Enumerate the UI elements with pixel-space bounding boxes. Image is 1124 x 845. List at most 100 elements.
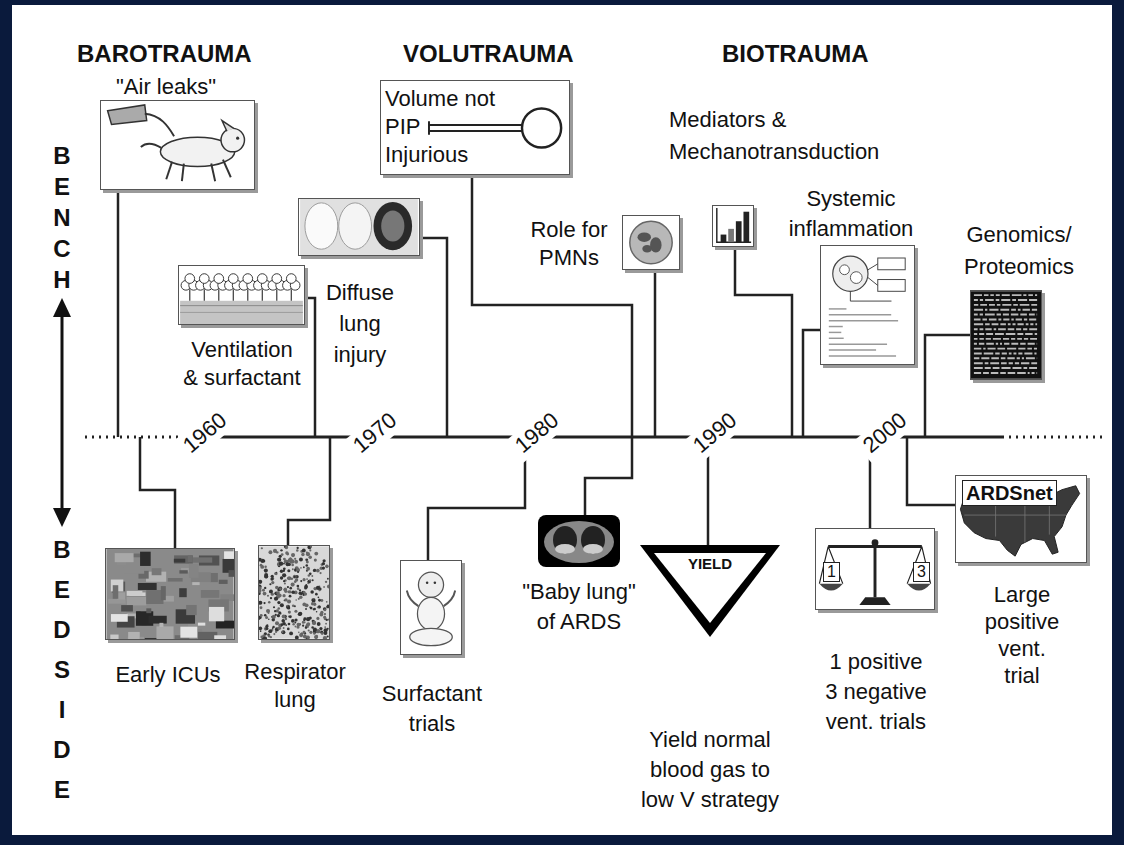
- photo-detail: [148, 616, 166, 624]
- map-label: ARDSnet: [962, 480, 1057, 506]
- tissue-dot: [278, 587, 282, 591]
- tissue-dot: [309, 549, 311, 551]
- illustration: [538, 515, 620, 567]
- tissue-dot: [302, 549, 306, 553]
- tissue-dot: [263, 636, 267, 639]
- tissue-dot: [306, 552, 310, 556]
- leader-line: [803, 330, 820, 437]
- tissue-dot: [275, 572, 278, 575]
- tissue-dot: [276, 551, 278, 553]
- tissue-dot: [297, 547, 299, 549]
- timeline-dotted-end: [1002, 436, 1105, 439]
- alveolus-stalk: [189, 289, 190, 301]
- event-figure: Respirator lung: [258, 545, 330, 640]
- photo-detail: [179, 570, 187, 573]
- ct-lung: [553, 526, 577, 554]
- yield-sign: [640, 545, 780, 637]
- event-figure: Diffuse lung injury: [298, 198, 420, 256]
- year-label: 1980: [505, 403, 568, 462]
- scale-base: [859, 597, 890, 605]
- tissue-dot: [287, 569, 290, 572]
- caption: Respirator lung: [244, 658, 345, 714]
- epithelium-line: [180, 305, 303, 306]
- alveolus-stalk: [218, 289, 219, 301]
- photo-detail: [189, 564, 199, 578]
- tissue-dot: [313, 598, 315, 600]
- photo-detail: [174, 559, 185, 563]
- weight-number: 1: [823, 562, 840, 582]
- tissue-dot: [259, 558, 262, 562]
- tissue-dot: [327, 635, 329, 637]
- tissue-dot: [322, 567, 325, 570]
- tissue-dot: [269, 590, 273, 594]
- tissue-dot: [321, 632, 324, 635]
- tissue-dot: [266, 609, 270, 613]
- tissue-dot: [306, 636, 310, 639]
- baby-head: [418, 572, 443, 597]
- alveolus: [286, 274, 296, 284]
- tissue-dot: [291, 590, 295, 594]
- tissue-dot: [312, 579, 314, 581]
- tissue-dot: [259, 593, 260, 595]
- diagram-box: [878, 280, 905, 292]
- leader-line: [117, 190, 120, 437]
- sequence-ground: [971, 291, 1041, 379]
- tissue-dot: [307, 580, 310, 583]
- tissue-dot: [268, 601, 271, 604]
- chart-bar: [721, 235, 727, 243]
- tissue-dot: [318, 605, 321, 608]
- tissue-dot: [260, 565, 264, 569]
- tissue-dot: [271, 575, 274, 578]
- tissue-dot: [277, 558, 281, 562]
- tissue-dot: [289, 631, 293, 635]
- tissue-dot: [304, 587, 307, 590]
- tissue-dot: [299, 595, 302, 598]
- photo-detail: [180, 627, 197, 638]
- leader-line: [925, 335, 970, 437]
- tissue-dot: [313, 628, 317, 632]
- tissue-dot: [264, 565, 266, 567]
- tissue-dot: [294, 610, 297, 613]
- tissue-dot: [259, 586, 262, 590]
- tissue-dot: [260, 606, 263, 609]
- tissue-dot: [299, 633, 303, 637]
- tissue-dot: [314, 599, 316, 601]
- illustration: [821, 246, 914, 364]
- tissue-dot: [313, 608, 315, 610]
- photo-detail: [111, 614, 128, 622]
- caption: Early ICUs: [115, 661, 220, 689]
- sign-text: YIELD: [688, 555, 732, 573]
- tissue-dot: [276, 552, 278, 554]
- tissue-dot: [315, 593, 318, 596]
- photo-detail: [186, 605, 197, 615]
- baby-eye: [434, 582, 437, 585]
- tissue-dot: [299, 558, 303, 562]
- tissue-dot: [306, 567, 310, 571]
- photo-detail: [123, 567, 144, 573]
- arrow-head: [53, 298, 71, 317]
- photo-detail: [168, 578, 183, 582]
- photo-detail: [127, 597, 147, 605]
- tissue-dot: [294, 560, 298, 564]
- alveolus: [272, 274, 282, 284]
- event-figure: "Baby lung" of ARDS: [538, 515, 620, 567]
- tissue-dot: [316, 617, 319, 620]
- tissue-dot: [324, 613, 326, 615]
- tissue-dot: [282, 594, 285, 597]
- event-figure: ARDSnetLarge positive vent. trial: [955, 475, 1087, 563]
- tissue-dot: [305, 564, 308, 567]
- tissue-dot: [314, 552, 318, 556]
- photo-detail: [216, 621, 234, 629]
- baby-arms: [407, 591, 455, 606]
- tissue-dot: [289, 615, 292, 618]
- illustration: [106, 549, 234, 639]
- tissue-dot: [319, 572, 321, 574]
- tissue-dot: [305, 608, 307, 610]
- epithelium-line: [180, 312, 303, 313]
- photo-detail: [121, 605, 133, 611]
- tissue-dot: [300, 580, 302, 582]
- leader-line: [735, 247, 792, 437]
- tissue-dot: [259, 580, 262, 584]
- tissue-dot: [317, 622, 321, 626]
- tissue-dot: [314, 635, 318, 639]
